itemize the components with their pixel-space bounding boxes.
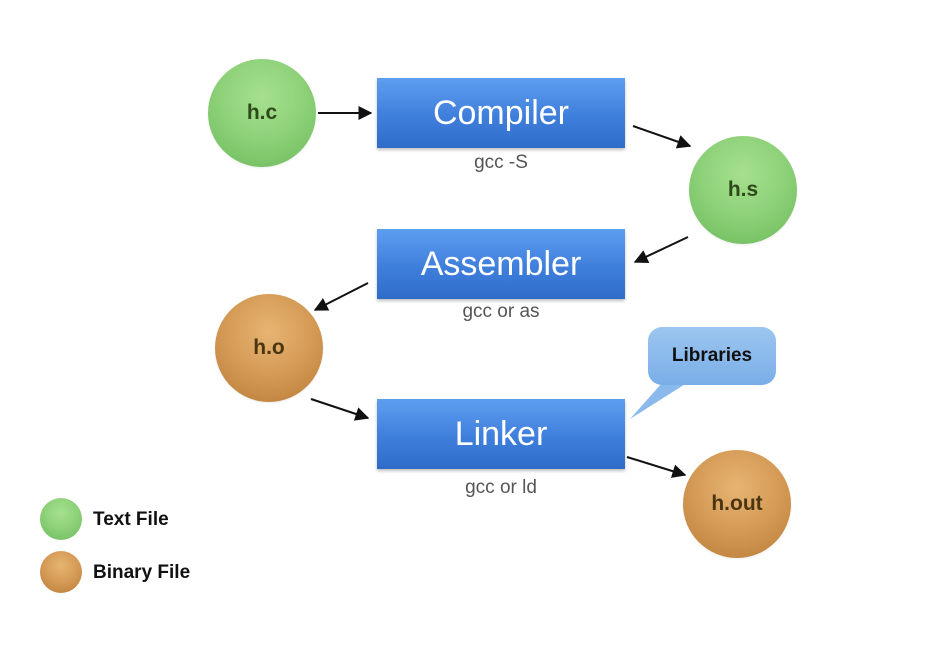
stage-assembler-label: Assembler [420,244,582,283]
stage-assembler: Assembler [377,229,625,299]
arrow-assembler-to-ho [313,282,369,311]
stage-linker: Linker [377,399,625,469]
arrow-compiler-to-hs [632,125,692,149]
stage-compiler: Compiler [377,78,625,148]
stage-compiler-command: gcc -S [474,152,528,173]
node-h-out: h.out [683,450,791,558]
arrow-linker-to-hout [626,456,687,478]
stage-linker-command: gcc or ld [465,477,537,498]
legend-text-file-swatch [40,498,82,540]
legend-text-file-label: Text File [93,509,169,530]
stage-compiler-label: Compiler [432,93,570,132]
legend-binary-file-label: Binary File [93,562,191,583]
node-h-s-label: h.s [727,178,759,201]
node-h-s: h.s [689,136,797,244]
legend-binary-file-swatch [40,551,82,593]
node-h-c: h.c [208,59,316,167]
node-h-out-label: h.out [711,492,763,515]
arrow-ho-to-linker [310,398,370,421]
node-h-o: h.o [215,294,323,402]
stage-linker-label: Linker [454,414,548,453]
callout-tail [630,381,690,419]
libraries-callout-label: Libraries [671,345,753,366]
node-h-c-label: h.c [246,101,278,124]
stage-assembler-command: gcc or as [462,301,540,322]
node-h-o-label: h.o [253,336,285,359]
arrow-hs-to-assembler [633,236,689,263]
libraries-callout: Libraries [648,327,776,385]
